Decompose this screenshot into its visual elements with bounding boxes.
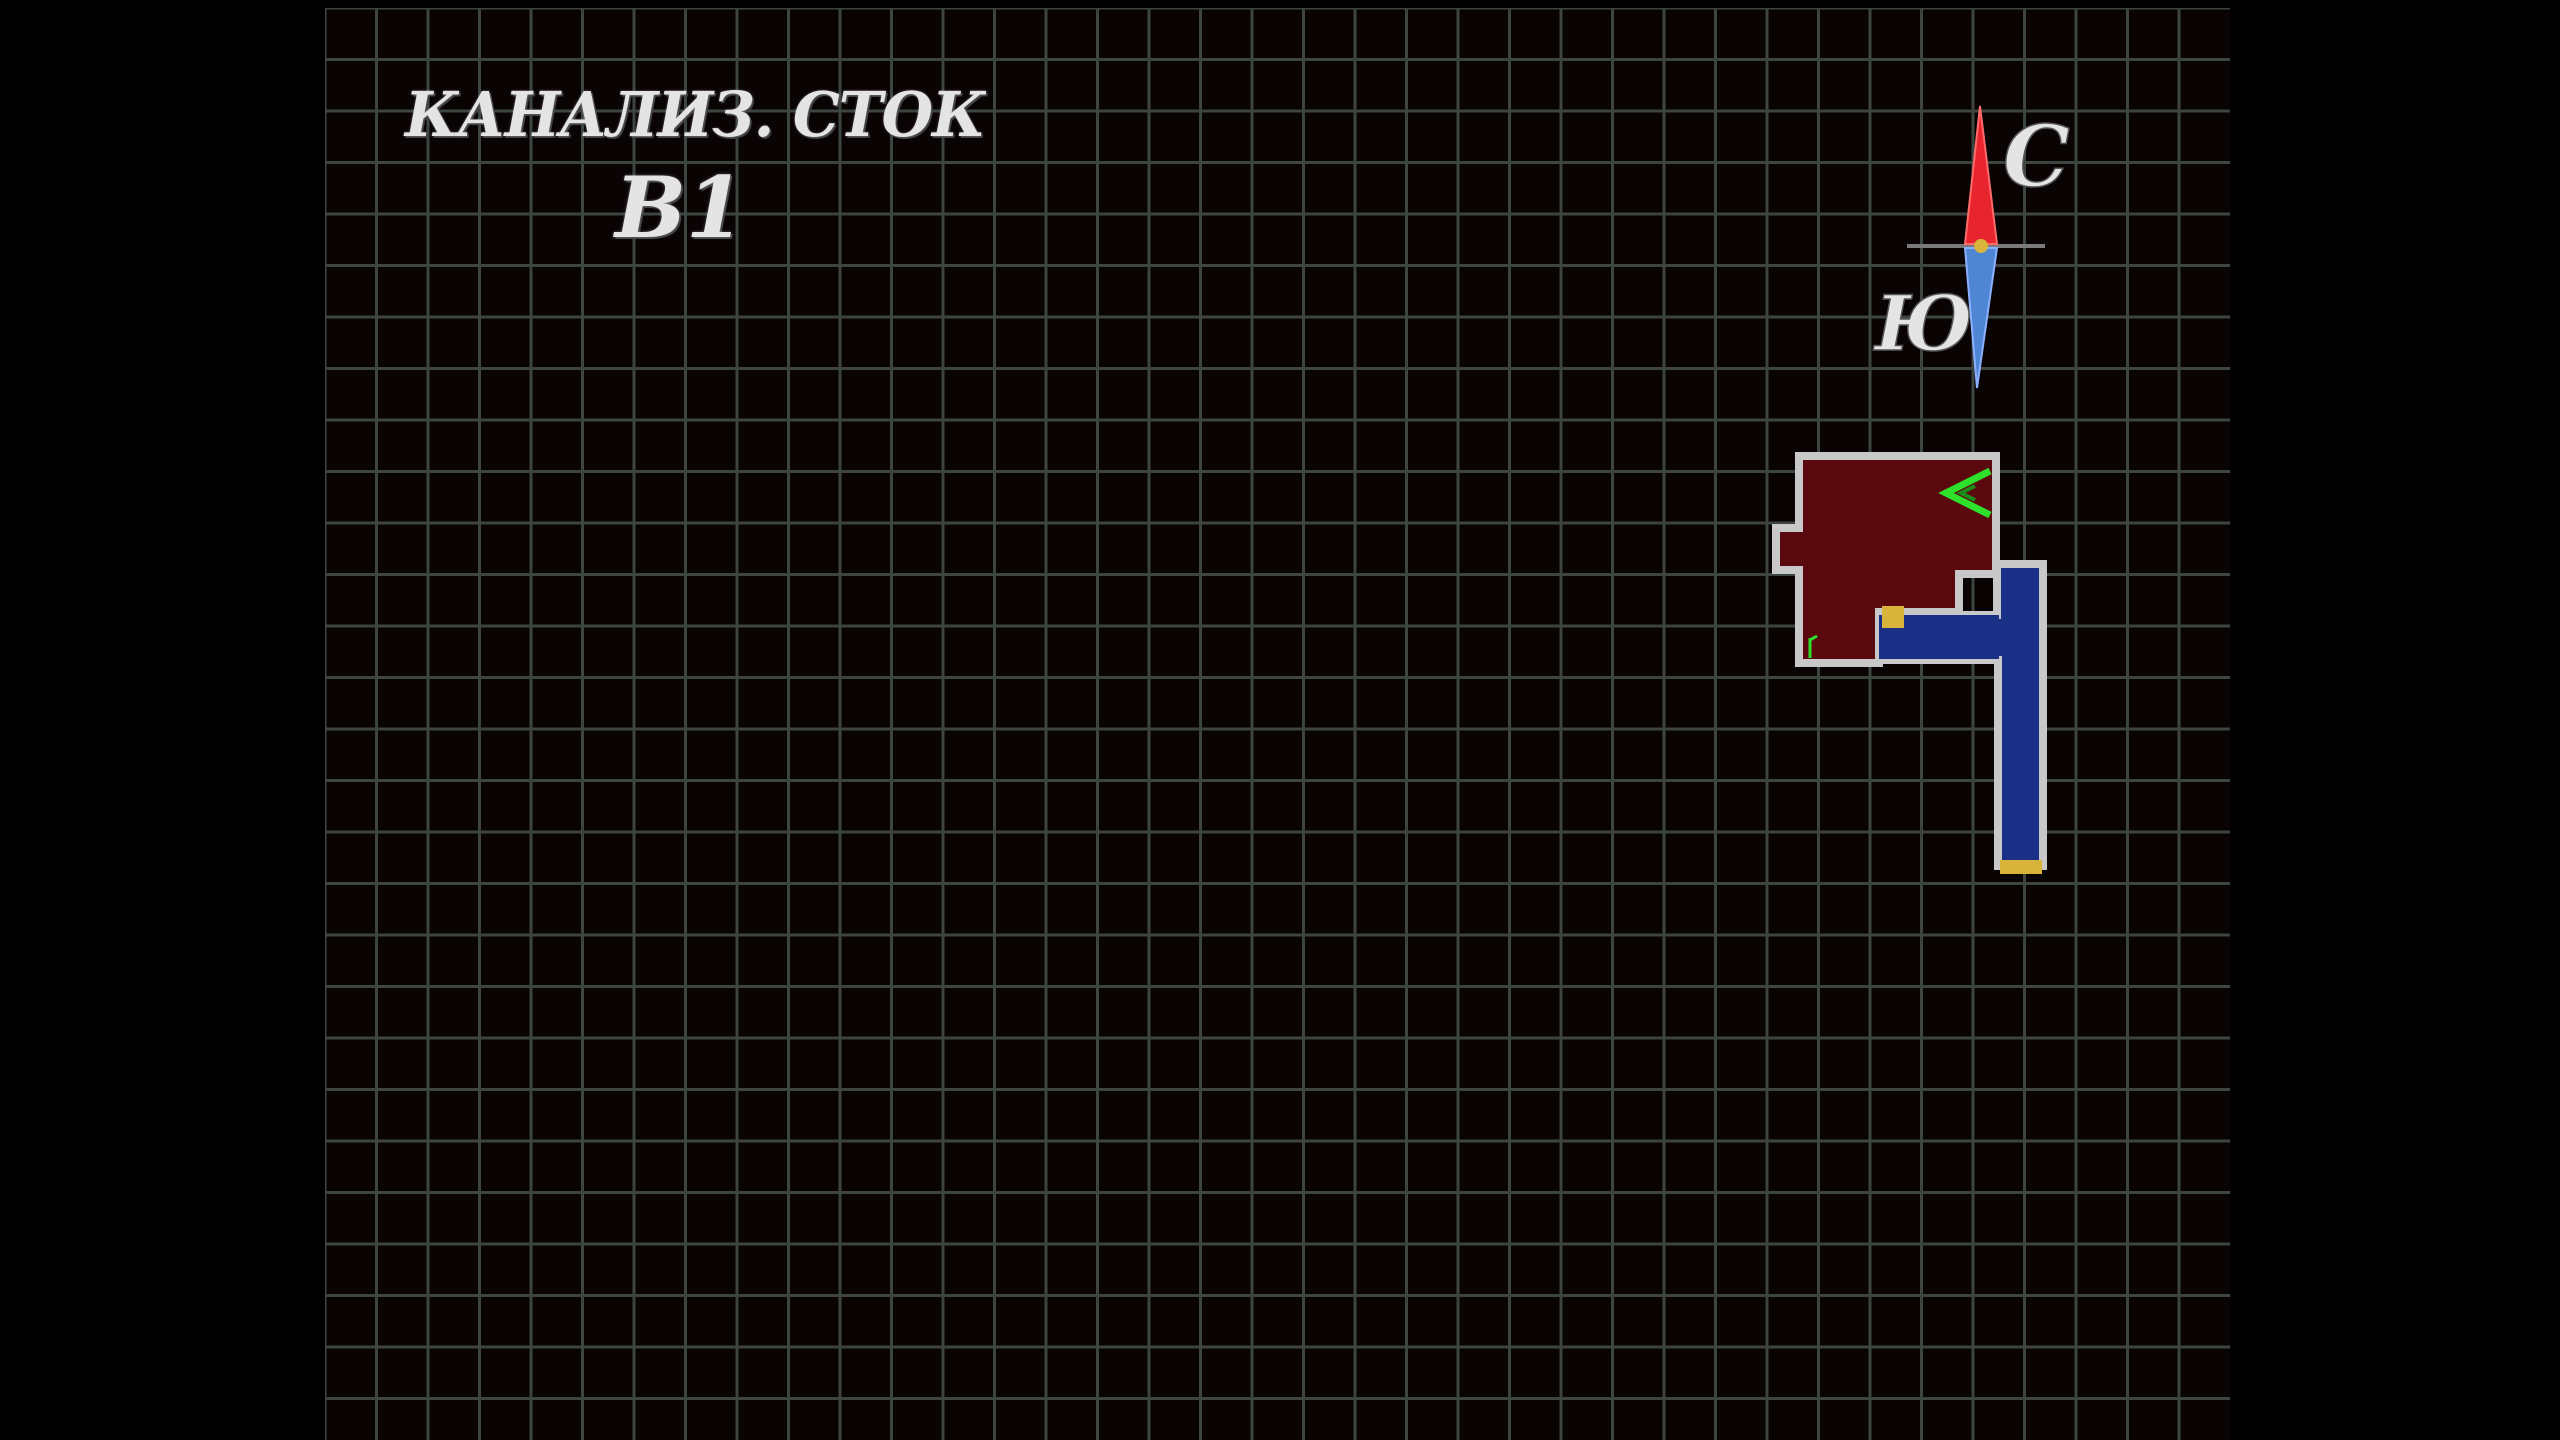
main-room[interactable] [1772,452,2000,667]
door-marker-icon[interactable] [2000,860,2042,874]
player-arrow-icon [1938,467,1992,519]
compass-icon: С Ю [1872,105,2071,389]
compass-south-label: Ю [1873,279,1973,368]
area-name-label: КАНАЛИЗ. СТОК [405,78,986,151]
compass-north-label: С [2003,107,2070,206]
explored-rooms [1772,452,2047,874]
save-point-icon [1808,634,1818,658]
floor-label: B1 [615,158,745,257]
compass-needle [1907,105,2045,389]
compass-pivot [1974,239,1988,253]
map-panel: КАНАЛИЗ. СТОК B1 С Ю [325,8,2230,1440]
door-marker-icon[interactable] [1882,606,1904,628]
